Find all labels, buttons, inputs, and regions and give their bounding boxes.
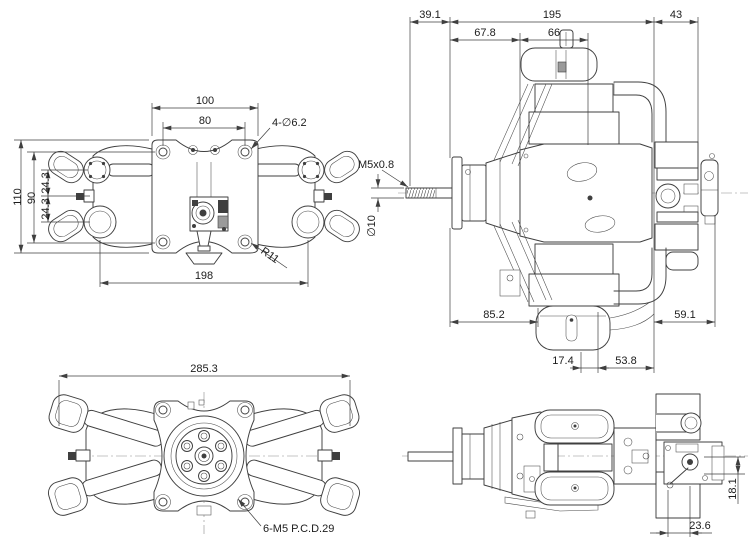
- top-carburetor: [663, 441, 725, 489]
- dim-seg-front: 67.8: [474, 27, 495, 39]
- rear-view: 100 80 4-∅6.2 110 90 24.3 24.3 198 R11: [12, 95, 360, 287]
- front-view: 285.3 6-M5 P.C.D.29: [47, 363, 361, 535]
- top-exhaust-stub: [655, 412, 702, 434]
- dim-rear-len: 43: [670, 9, 682, 21]
- dim-cyl-span: 198: [195, 270, 213, 282]
- exhaust-elbow-upper: [613, 81, 667, 143]
- prop-shaft: [405, 187, 453, 199]
- dim-corner-radius: R11: [258, 245, 281, 266]
- side-view: 39.1 195 43 67.8 66 M5x0.8 ∅10 85.2 59.1: [358, 9, 748, 373]
- top-view: 18.1 23.6: [402, 393, 748, 537]
- dim-muffler-a: 17.4: [552, 355, 573, 367]
- rear-rocker-boss-right: [297, 156, 325, 184]
- top-dimensions: 18.1 23.6: [650, 456, 745, 537]
- rear-cylinder-side: [654, 141, 699, 271]
- dim-carb-height: 18.1: [727, 478, 739, 499]
- dim-cyl-offset-lower: 24.3: [40, 198, 52, 219]
- dim-muffler-b: 53.8: [615, 355, 636, 367]
- rear-carb-side: [700, 153, 719, 225]
- front-cylinder-arms: [47, 394, 361, 516]
- dim-shaft-len: 39.1: [419, 9, 440, 21]
- dim-len-front: 85.2: [483, 309, 504, 321]
- prop-hub: [163, 415, 245, 497]
- dim-carb-offset: 23.6: [689, 520, 710, 532]
- front-dimensions: 285.3 6-M5 P.C.D.29: [58, 363, 351, 535]
- dim-overall-width: 285.3: [190, 363, 218, 375]
- dim-cyl-offset-upper: 24.3: [40, 172, 52, 193]
- dim-bolt-holes: 4-∅6.2: [272, 117, 307, 129]
- dim-bolt-height: 90: [26, 192, 38, 204]
- dim-shaft-thread: M5x0.8: [358, 159, 394, 171]
- side-dimensions: 39.1 195 43 67.8 66 M5x0.8 ∅10 85.2 59.1: [358, 9, 716, 373]
- dim-plate-height: 110: [12, 188, 24, 206]
- top-mid-case: [613, 427, 657, 485]
- spark-plug-right: [313, 189, 332, 203]
- rear-carburetor: [189, 196, 229, 252]
- dim-shaft-dia: ∅10: [366, 215, 378, 237]
- dim-prop-pcd: 6-M5 P.C.D.29: [263, 523, 334, 535]
- dim-len-rear: 59.1: [674, 309, 695, 321]
- rear-valve-covers: [48, 150, 360, 243]
- dim-seg-mid: 66: [548, 27, 560, 39]
- top-valve-covers: [534, 409, 615, 506]
- dim-plate-width: 100: [196, 95, 214, 107]
- dim-case-len: 195: [543, 9, 561, 21]
- exhaust-elbow-lower: [613, 247, 667, 305]
- dim-bolt-span: 80: [199, 115, 211, 127]
- crankcase-side: [519, 143, 653, 243]
- rear-rocker-boss-left: [83, 156, 111, 184]
- muffler: [535, 301, 655, 351]
